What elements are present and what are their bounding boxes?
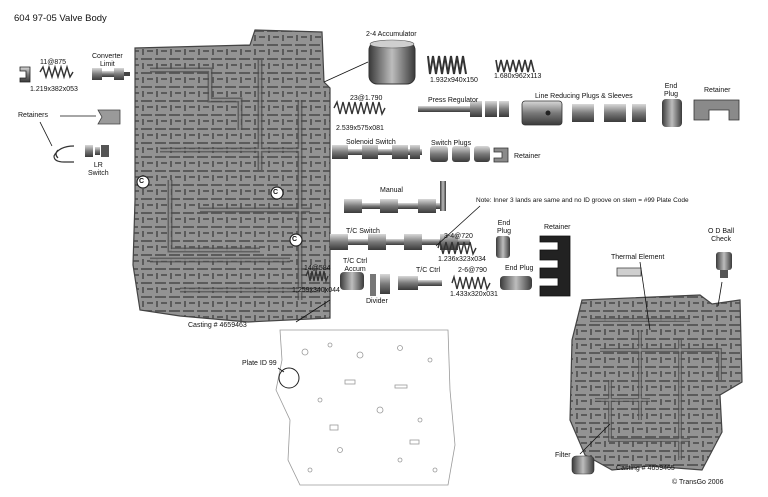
thermal-element-label: Thermal Element [611,254,665,261]
c-mark-1-label: C [139,178,145,185]
casting-right-label: Casting # 4659465 [616,465,675,472]
accumulator-spring-large-spec: 1.932x940x150 [430,77,478,84]
solenoid-switch-valve [332,145,422,159]
accumulator-2-4 [368,39,416,85]
filter [571,455,595,475]
separator-plate-outline [275,329,456,486]
tc-ctrl-valve [398,276,442,290]
press-regulator-label: Press Regulator [428,97,479,104]
manual-label: Manual [380,187,403,194]
c-mark-3-label: C [292,236,298,243]
retainer-top-label: Retainer [704,87,731,94]
spring-1-4-584-label: 14@584 [304,265,331,272]
spring-2-6-790-label: 2-6@790 [458,267,487,274]
spring-1-4-584-spec: 1.259x340x044 [292,287,340,294]
retainer-right-label: Retainer [544,224,571,231]
retainer-mid [493,147,509,163]
casting-left-label: Casting # 4659463 [188,322,247,329]
end-plug-mid-label: End Plug [497,220,512,235]
spring-3-4-720 [437,239,477,257]
note-text: Note: Inner 3 lands are same and no ID g… [476,197,689,204]
right-valve-body-casting [569,294,743,471]
converter-limit-valve [92,68,130,80]
c-mark-2 [270,186,284,200]
spring-2-6-790 [451,274,491,292]
spring-11-875 [39,64,74,80]
divider-label: Divider [366,298,388,305]
accumulator-2-4-label: 2-4 Accumulator [366,31,417,38]
accumulator-spring-small [495,59,535,73]
od-ball-check-label: O D Ball Check [708,228,735,243]
accumulator-spring-small-spec: 1.680x962x113 [494,73,542,80]
spring-2-6-790-spec: 1.433x320x031 [450,291,498,298]
c-mark-2-label: C [273,189,279,196]
end-plug-mid [496,236,510,258]
lr-switch-label: LR Switch [88,162,109,177]
leader-lines [39,61,723,455]
accumulator-spring-large [427,55,467,75]
retainer-top [693,99,740,121]
end-plug-top [662,99,682,127]
copyright: © TransGo 2006 [672,479,724,486]
line-reducing-plugs-sleeves [521,100,646,126]
spring-3-4-720-label: 3-4@720 [444,233,473,240]
lr-switch-valve [85,145,109,157]
switch-plugs-label: Switch Plugs [431,140,472,147]
retainer-wire-clip [53,145,75,163]
spring-1-4-584 [305,268,329,284]
spring-3-4-720-spec: 1.236x323x034 [438,256,486,263]
tc-ctrl-accumulator [340,272,364,290]
spring-23-1790-spec: 2.539x575x081 [336,125,384,132]
diagram-title: 604 97-05 Valve Body [14,13,107,24]
retainer-right [539,235,571,297]
left-valve-body-casting [132,29,331,323]
tc-ctrl-accum-label: T/C Ctrl Accum [343,258,368,273]
end-plug-bottom [500,276,532,290]
filter-label: Filter [555,452,571,459]
retainers-label: Retainers [18,112,48,119]
thermal-element [616,267,642,277]
retainer-mid-label: Retainer [514,153,541,160]
od-ball-check [716,252,732,278]
spring-11-875-label: 11@875 [40,59,67,66]
divider [370,274,390,296]
manual-valve [344,181,446,213]
solenoid-switch-label: Solenoid Switch [346,139,396,146]
retainer-clip-left [19,66,31,83]
retainer-plate [97,109,121,125]
switch-plugs [430,146,490,162]
plate-id-label: Plate ID 99 [242,360,277,367]
tc-switch-label: T/C Switch [346,228,380,235]
c-mark-1 [136,175,150,189]
tc-ctrl-label: T/C Ctrl [416,267,441,274]
end-plug-top-label: End Plug [664,83,679,98]
spring-23-1790-label: 23@1.790 [350,95,383,102]
end-plug-bottom-label: End Plug [505,265,534,272]
c-mark-3 [289,233,303,247]
line-reducing-label: Line Reducing Plugs & Sleeves [535,93,633,100]
spring-23-1790 [333,99,386,117]
spring-11-875-spec: 1.219x382x053 [30,86,78,93]
plate-id-circle [278,367,300,389]
pressure-regulator-valve [418,101,509,117]
converter-limit-label: Converter Limit [92,53,123,68]
